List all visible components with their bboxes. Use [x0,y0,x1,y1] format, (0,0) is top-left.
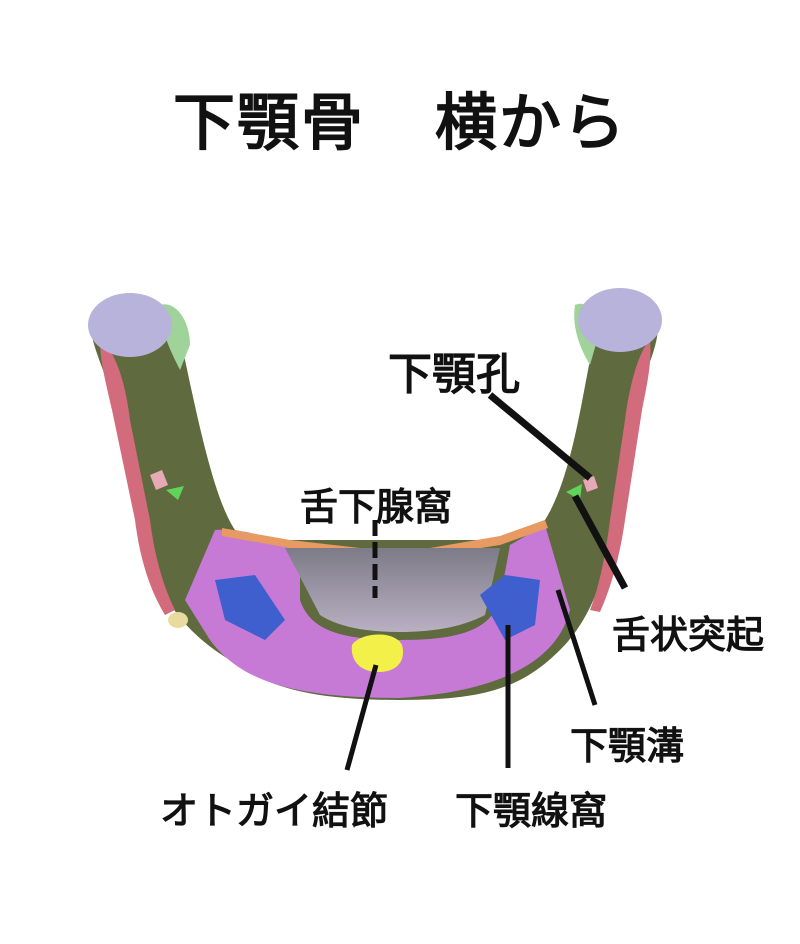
sublingual-fossa [285,548,500,632]
title-main: 下顎骨 [172,86,365,159]
label-submandibular-fossa: 下顎線窩 [455,789,608,833]
mental-tubercle-region [351,634,403,672]
pointer-mandibular-foramen [487,392,593,481]
left-foramen-pink [150,470,168,490]
alveolar-rim [222,520,548,556]
left-condyle [88,293,172,357]
label-lingula: 舌状突起 [612,613,765,657]
pointer-mylohyoid-groove [555,589,598,706]
right-condyle [578,288,662,352]
page-title: 下顎骨横から [0,72,800,162]
left-lingula-green [166,486,184,500]
pointer-mental-tubercle [344,664,379,771]
label-mylohyoid-groove: 下顎溝 [570,724,685,768]
pointer-lingula [571,494,629,590]
label-mandibular-foramen: 下顎孔 [388,349,520,400]
right-ramus-red [590,340,651,612]
right-foramen-pink [583,476,598,492]
left-ramus-red [100,340,175,615]
title-sub: 横から [435,86,628,159]
left-submandibular-fossa [215,575,285,640]
label-mental-tubercle: オトガイ結節 [160,789,389,833]
lower-body-magenta [185,525,570,698]
right-submandibular-fossa [480,575,540,640]
left-angle-spot [168,612,188,628]
label-sublingual-fossa: 舌下腺窩 [300,485,453,529]
